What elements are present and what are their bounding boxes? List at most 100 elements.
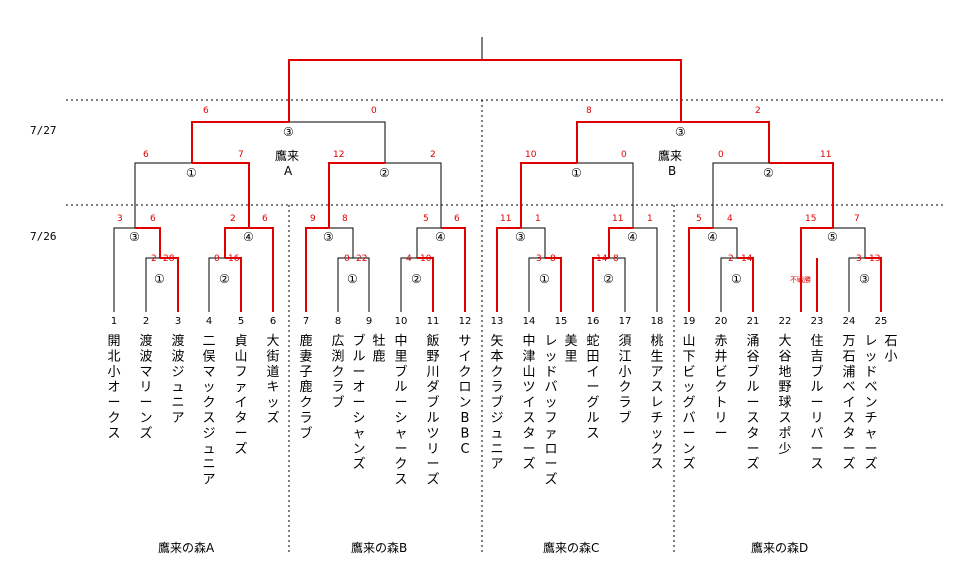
a1-left	[145, 257, 160, 312]
a1-right	[160, 257, 179, 312]
score: 0	[344, 254, 350, 264]
score: 4	[727, 214, 733, 224]
team-number: 18	[651, 316, 664, 327]
b4-left	[416, 227, 441, 258]
a4-right	[249, 227, 274, 312]
score: 1	[535, 214, 541, 224]
team-name: 桃生アスレチックス	[650, 334, 663, 472]
a3-round-mark: ③	[129, 230, 140, 244]
semi-b-right	[681, 121, 770, 163]
score: 0	[718, 150, 724, 160]
team-list: 1開北小オークス2渡波マリーンズ3渡波ジュニア4二俣マックスジュニア5貞山ファイ…	[107, 316, 897, 488]
team-name: 渡波ジュニア	[171, 333, 184, 426]
score: 3	[856, 254, 862, 264]
b3-left	[305, 227, 329, 312]
score: 7	[238, 150, 244, 160]
team-name: 美里	[564, 334, 577, 364]
score: 3	[536, 254, 542, 264]
qf-a1-loser	[134, 162, 192, 228]
final-left-round-mark: ③	[283, 125, 294, 139]
forfeit-note: 不戦勝	[790, 275, 811, 284]
c2-round-mark: ②	[603, 272, 614, 286]
team-number: 9	[366, 316, 372, 327]
semi-a-loser	[289, 121, 386, 163]
team-number: 4	[206, 316, 212, 327]
team-number: 2	[143, 316, 149, 327]
team-number: 12	[459, 316, 472, 327]
block-label-a: 鷹来の森A	[158, 540, 215, 555]
d5-left	[800, 227, 833, 312]
d1-right	[737, 257, 754, 312]
score: 0	[371, 106, 377, 116]
b2-left	[400, 257, 417, 312]
team-name: 赤井ビクトリー	[714, 334, 727, 441]
d3-right	[865, 257, 882, 312]
team-number: 22	[779, 316, 792, 327]
semi-b-winner	[576, 121, 681, 163]
score: 10	[525, 150, 537, 160]
score: 15	[805, 214, 816, 224]
team-name: 大谷地野球スポ少	[778, 334, 791, 457]
team-number: 24	[843, 316, 856, 327]
c2-left	[592, 257, 609, 312]
team-name: 貞山ファイターズ	[234, 334, 247, 457]
b2-right	[417, 257, 434, 312]
score: 14	[596, 254, 608, 264]
block-label-c: 鷹来の森C	[543, 540, 599, 555]
semi-a-round-mark: ①	[186, 166, 197, 180]
a4-round-mark: ④	[243, 230, 254, 244]
team-name: 中里ブルーシャークス	[394, 334, 407, 488]
b3-right	[329, 227, 354, 258]
score: 9	[310, 214, 316, 224]
team-name: 中津山ツイスターズ	[522, 334, 535, 472]
venue-label-b-letter: B	[668, 164, 676, 178]
qf-a2-winner	[328, 162, 385, 228]
a2-right	[225, 257, 242, 312]
a2-round-mark: ②	[219, 272, 230, 286]
score: 6	[262, 214, 268, 224]
score: 8	[550, 254, 556, 264]
score: 11	[612, 214, 623, 224]
team-name: 広渕クラブ	[331, 334, 344, 411]
c4-right	[633, 227, 658, 312]
c4-left	[608, 227, 633, 258]
qf-b1-winner	[520, 162, 577, 228]
b4-round-mark: ④	[435, 230, 446, 244]
d4-round-mark: ④	[707, 230, 718, 244]
c4-round-mark: ④	[627, 230, 638, 244]
b1-left	[337, 257, 353, 312]
block-label-b: 鷹来の森B	[351, 540, 407, 555]
team-name: レッドベンチャーズ	[864, 334, 877, 472]
semi-a2-round-mark: ②	[379, 166, 390, 180]
d1-left	[720, 257, 737, 312]
team-name: 蛇田イーグルス	[586, 334, 599, 441]
a3-right	[135, 227, 161, 258]
team-number: 8	[335, 316, 341, 327]
c3-left	[496, 227, 521, 312]
d4-left	[688, 227, 713, 312]
qf-b1-loser	[577, 162, 634, 228]
semi-b2-round-mark: ②	[763, 166, 774, 180]
c1-right	[545, 257, 562, 312]
score: 6	[454, 214, 460, 224]
team-number: 10	[395, 316, 408, 327]
score: 2	[151, 254, 157, 264]
venue-label-a-letter: A	[284, 164, 293, 178]
c1-round-mark: ①	[539, 272, 550, 286]
score: 16	[228, 254, 240, 264]
team-name: 住吉ブルーリバース	[810, 334, 823, 472]
d5-right	[833, 227, 866, 258]
score: 6	[203, 106, 209, 116]
team-name: 石小	[884, 334, 897, 364]
block-label-d: 鷹来の森D	[751, 540, 808, 555]
team-name: 開北小オークス	[107, 334, 120, 441]
b2-round-mark: ②	[411, 272, 422, 286]
team-name: 飯野川ダブルツリーズ	[426, 334, 439, 488]
score: 6	[143, 150, 149, 160]
score: 1	[647, 214, 653, 224]
team-number: 3	[175, 316, 181, 327]
team-name: 万石浦ベイスターズ	[842, 334, 855, 472]
venue-label-b: 鷹来	[658, 148, 682, 163]
score: 0	[214, 254, 220, 264]
